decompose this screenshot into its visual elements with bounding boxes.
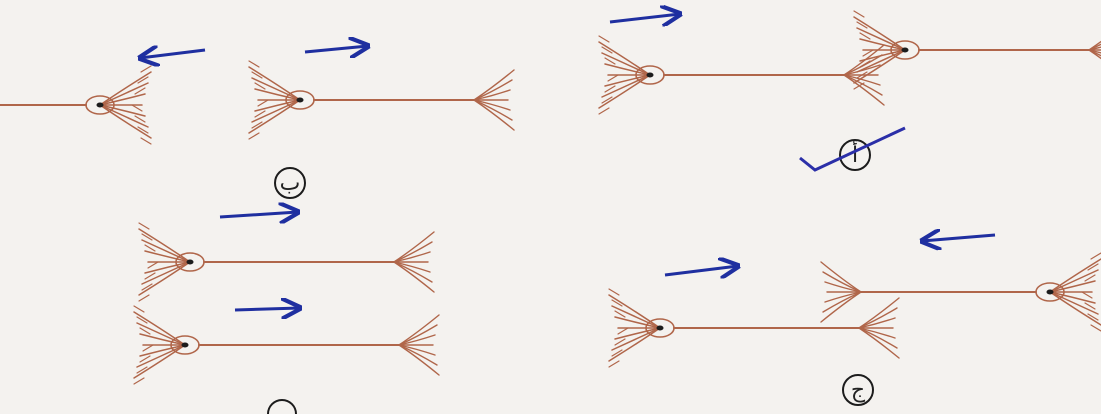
arrow-icon: [235, 308, 300, 310]
panel-label-a: أ: [852, 140, 858, 168]
neuron-icon: [854, 11, 1101, 89]
neuron-icon: [599, 36, 884, 114]
panel-a: أ: [599, 11, 1101, 170]
neuron-icon: [609, 289, 899, 367]
arrow-icon: [305, 46, 368, 52]
neuron-icon: [139, 223, 434, 301]
arrow-icon: [610, 14, 680, 22]
arrow-icon: [140, 50, 205, 58]
neuron-icon: [0, 66, 151, 144]
arrow-icon: [220, 212, 298, 217]
arrow-icon: [665, 266, 738, 275]
panel-label-d: ج: [851, 378, 866, 403]
panel-d: ج: [609, 235, 1101, 405]
neuron-icon: [249, 61, 514, 139]
arrow-icon: [922, 235, 995, 241]
panel-b: ب: [0, 46, 514, 198]
neuron-icon: [821, 253, 1101, 331]
panel-label-b: ب: [280, 171, 301, 196]
panel-c: [134, 212, 439, 414]
panel-label-circle: [268, 400, 296, 414]
neuron-icon: [134, 306, 439, 384]
